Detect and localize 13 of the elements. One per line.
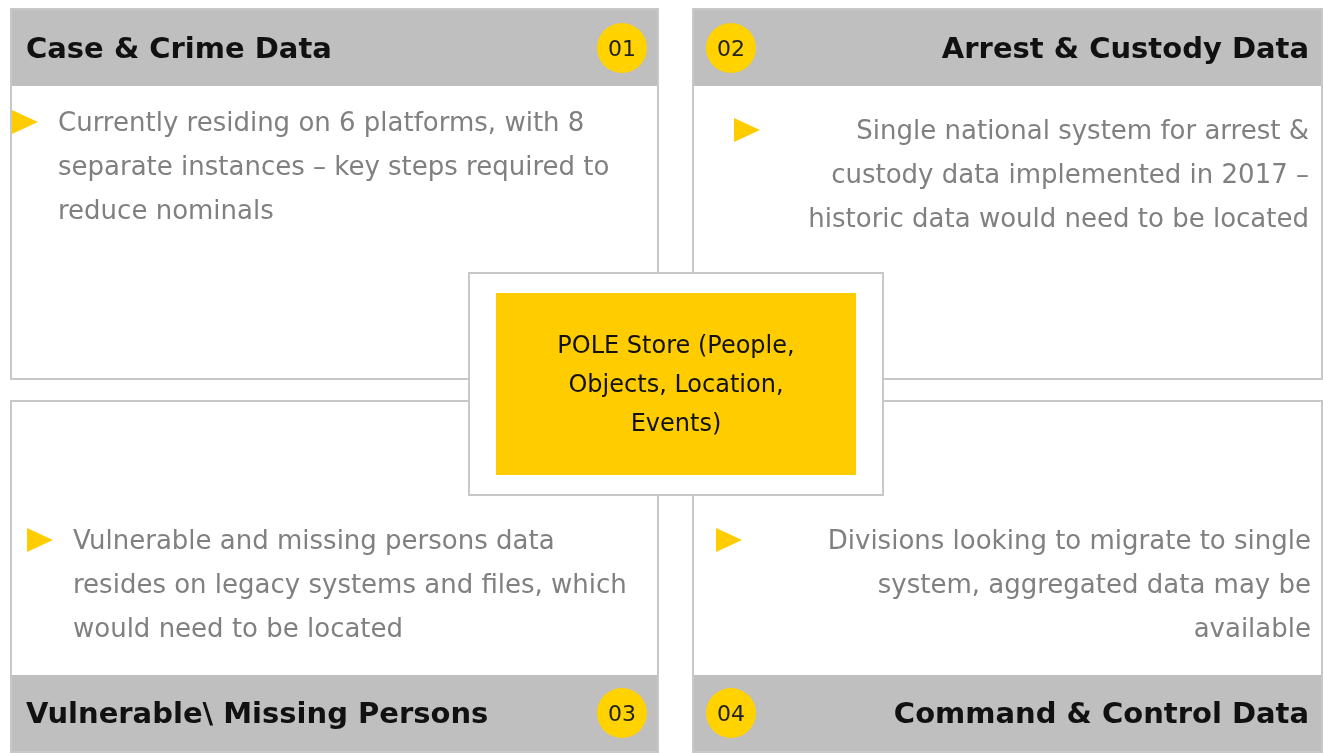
panel-heading: Arrest & Custody Data [941, 31, 1309, 65]
panel-text: Vulnerable and missing persons data resides on legacy systems and files, which would need to be located [73, 524, 628, 645]
panel-heading: Case & Crime Data [26, 31, 332, 65]
number-circle: 03 [597, 688, 647, 738]
number-circle: 01 [597, 23, 647, 73]
center-box: POLE Store (People, Objects, Location, Events) [496, 293, 856, 475]
panel-text: Divisions looking to migrate to single system, aggregated data may be available [826, 524, 1311, 645]
panel-text: Currently residing on 6 platforms, with 8 separate instances – key steps required to reduce nominals [58, 106, 611, 227]
panel-heading: Command & Control Data [893, 696, 1309, 730]
number-circle: 04 [706, 688, 756, 738]
panel-heading: Vulnerable\ Missing Persons [26, 696, 489, 730]
number-circle: 02 [706, 23, 756, 73]
panel-text: Single national system for arrest & custody data implemented in 2017 – historic data would need to be located [807, 114, 1309, 235]
